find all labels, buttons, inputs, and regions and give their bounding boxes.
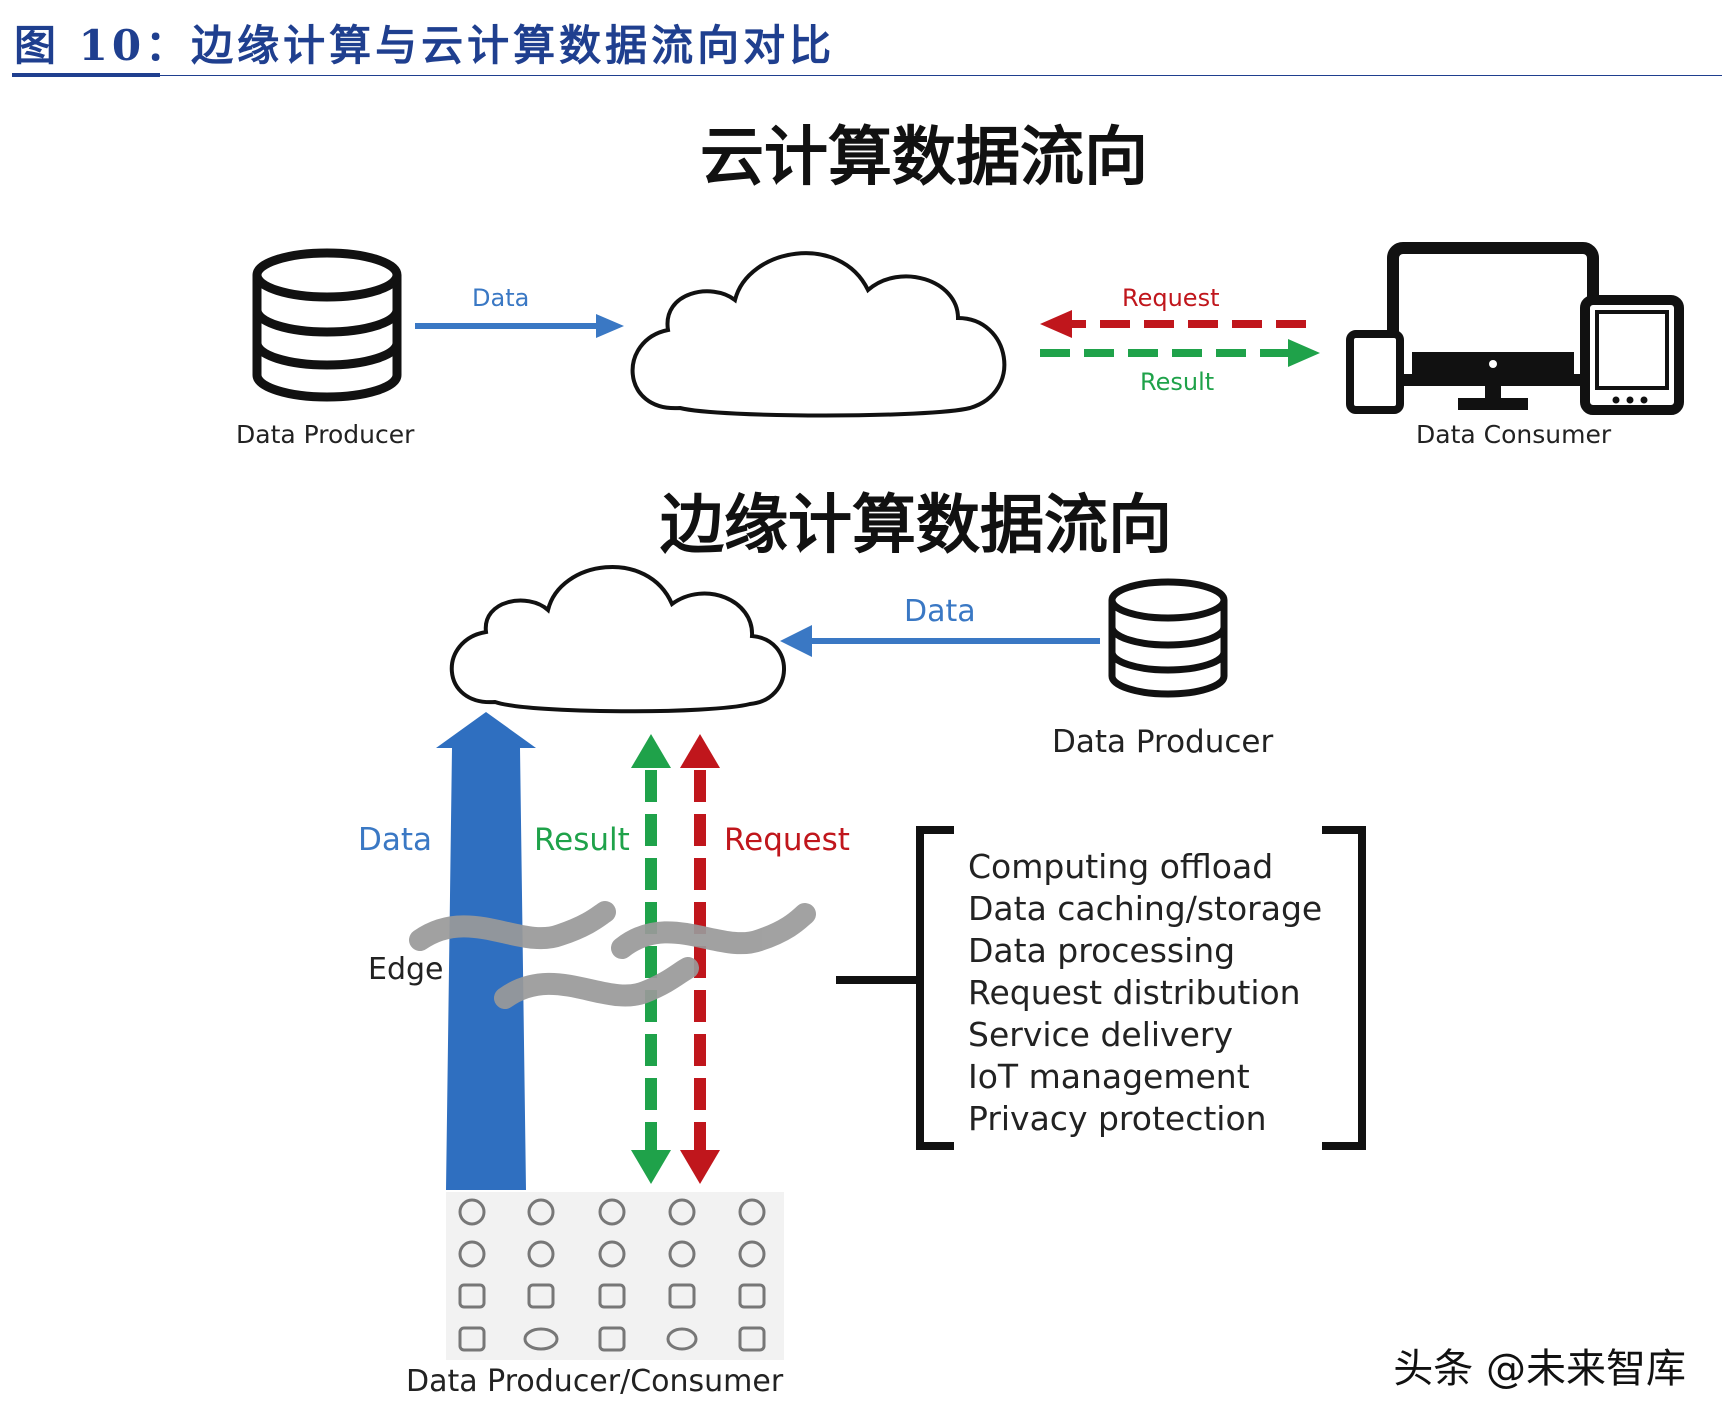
edge-request-arrow: [680, 734, 720, 1184]
devices-icon: [1346, 242, 1684, 415]
functions-bracket: [836, 826, 1366, 1150]
edge-request-label: Request: [724, 822, 850, 858]
cloud-request-label: Request: [1122, 284, 1220, 312]
edge-section-title: 边缘计算数据流向: [660, 489, 1172, 563]
edge-result-arrow: [631, 734, 671, 1184]
database-icon: [252, 248, 402, 402]
function-item: Privacy protection: [968, 1099, 1267, 1138]
cloud-consumer-label: Data Consumer: [1416, 420, 1612, 449]
edge-data-arrow: [780, 625, 1100, 657]
function-item: Data caching/storage: [968, 889, 1323, 928]
watermark: 头条 @未来智库: [1393, 1346, 1686, 1392]
edge-data-label: Data: [358, 822, 433, 858]
figure-title: 图 10：边缘计算与云计算数据流向对比: [14, 21, 836, 70]
edge-cloud-icon: [449, 564, 786, 714]
cloud-result-label: Result: [1140, 368, 1215, 396]
edge-top-data-label: Data: [904, 594, 976, 629]
cloud-producer-label: Data Producer: [236, 420, 415, 449]
title-underline: [12, 75, 1722, 76]
edge-result-label: Result: [534, 822, 630, 858]
function-item: Service delivery: [968, 1015, 1233, 1054]
function-item: Data processing: [968, 931, 1236, 970]
cloud-result-arrow: [1040, 339, 1320, 367]
edge-producer-label: Data Producer: [1052, 724, 1274, 760]
edge-label: Edge: [368, 952, 444, 987]
cloud-icon: [630, 251, 1007, 418]
function-item: Computing offload: [968, 847, 1274, 886]
cloud-data-label: Data: [472, 284, 530, 312]
cloud-section-title: 云计算数据流向: [700, 121, 1148, 195]
edge-wave-shape: [409, 901, 816, 1009]
iot-device-icons: [458, 1198, 766, 1352]
edge-functions-list: Computing offload Data caching/storage D…: [968, 846, 1322, 1140]
function-item: IoT management: [968, 1057, 1250, 1096]
edge-database-icon: [1108, 578, 1228, 698]
cloud-data-arrow: [415, 314, 624, 338]
edge-data-up-arrow: [436, 712, 536, 1190]
function-item: Request distribution: [968, 973, 1301, 1012]
cloud-request-arrow: [1040, 310, 1306, 338]
producer-consumer-label: Data Producer/Consumer: [406, 1364, 784, 1399]
iot-device-grid: [446, 1192, 784, 1360]
